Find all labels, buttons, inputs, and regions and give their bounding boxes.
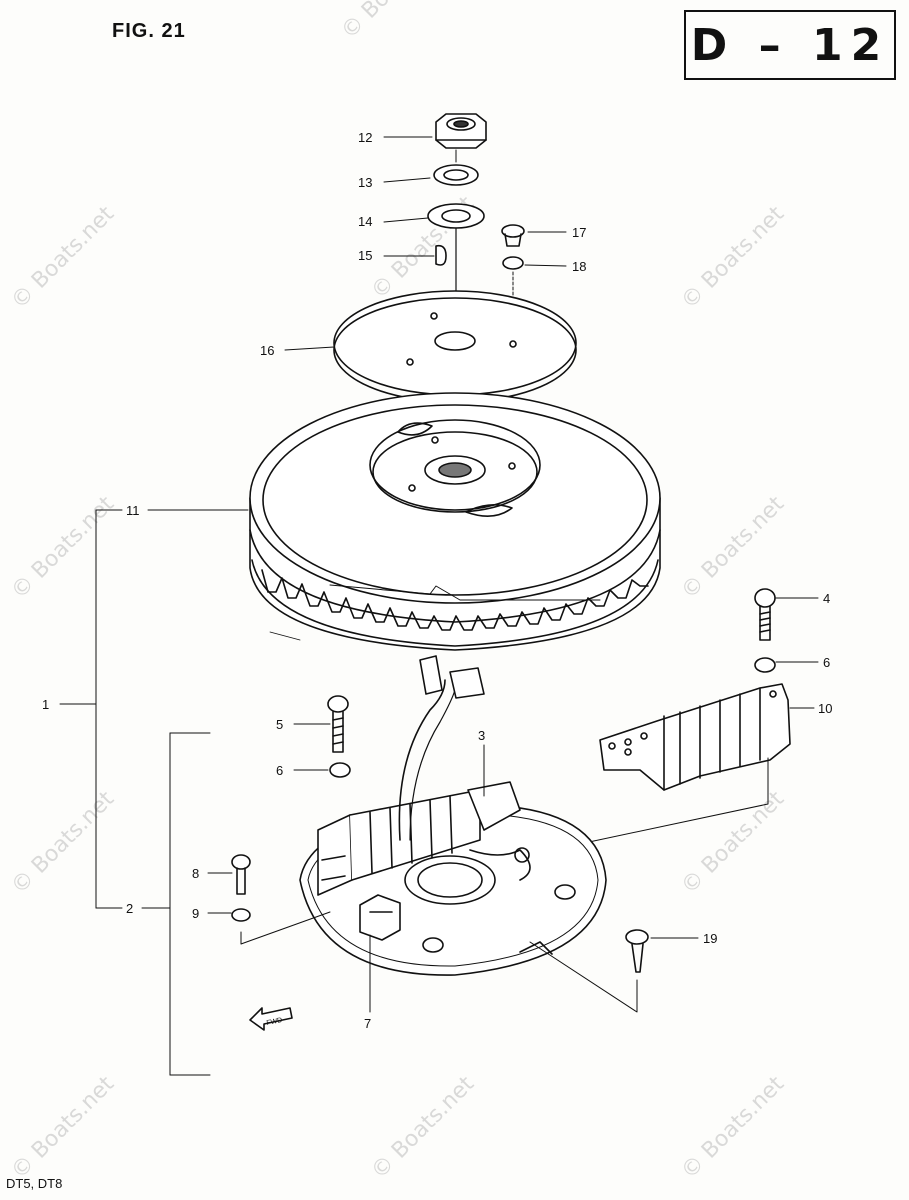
- callout-17: 16: [260, 343, 274, 358]
- callout-16: 19: [703, 931, 717, 946]
- screw-part: [327, 695, 349, 753]
- charge-coil-part: [317, 781, 521, 896]
- lock-washer-part: [754, 657, 776, 673]
- watermark: © Boats.net: [367, 1071, 480, 1184]
- callout-10: 10: [818, 701, 832, 716]
- screw-part: [754, 588, 776, 641]
- flywheel-plate-part: [333, 290, 577, 403]
- nut-part: [435, 113, 487, 149]
- callout-15: 15: [358, 248, 372, 263]
- model-applicability: DT5, DT8: [6, 1176, 63, 1191]
- callout-11: 11: [126, 503, 140, 518]
- screw-part: [501, 224, 525, 247]
- leader-lines: [147, 136, 819, 939]
- ignition-coil-part: [599, 683, 791, 791]
- lock-washer-part: [329, 762, 351, 778]
- callout-6-right: 6: [823, 655, 830, 670]
- connector-part: [419, 655, 485, 699]
- callout-7: 7: [364, 1016, 371, 1031]
- fwd-marker-label: FWD: [266, 1017, 283, 1027]
- section-code-box: D – 12: [684, 10, 896, 80]
- watermark: © Boats.net: [677, 1071, 790, 1184]
- assembly-brackets: [59, 509, 211, 1076]
- callout-4: 4: [823, 591, 830, 606]
- callout-2: 2: [126, 901, 133, 916]
- key-part: [435, 244, 447, 266]
- figure-title: FIG. 21: [112, 20, 186, 42]
- forward-direction-marker: [249, 1007, 293, 1031]
- washer-part: [427, 203, 485, 229]
- screw-part: [231, 854, 251, 895]
- callout-18: 17: [572, 225, 586, 240]
- watermark: © Boats.net: [7, 491, 120, 604]
- watermark: © Boats.net: [677, 201, 790, 314]
- screw-part: [625, 929, 649, 973]
- watermark: © Boats.net: [677, 491, 790, 604]
- callout-19: 18: [572, 259, 586, 274]
- watermark: © Boats.net: [7, 1071, 120, 1184]
- watermark: © Boats.net: [7, 201, 120, 314]
- watermark: © Boats.net: [337, 0, 450, 44]
- flywheel-part: [249, 392, 661, 651]
- callout-5: 5: [276, 717, 283, 732]
- wire-harness: [398, 679, 446, 841]
- callout-9: 9: [192, 906, 199, 921]
- callout-14: 14: [358, 214, 372, 229]
- lock-washer-part: [433, 164, 479, 186]
- lock-washer-part: [231, 908, 251, 922]
- callout-6-left: 6: [276, 763, 283, 778]
- callout-3: 3: [478, 728, 485, 743]
- callout-1: 1: [42, 697, 49, 712]
- callout-labels: 12 13 14 15 16 17 18 11 4 6 10 1 3 5 6 8…: [42, 130, 832, 1031]
- pulser-coil-part: [359, 894, 401, 941]
- watermark: © Boats.net: [7, 786, 120, 899]
- small-washer-part: [502, 256, 524, 270]
- watermark: © Boats.net: [677, 786, 790, 899]
- callout-13: 13: [358, 175, 372, 190]
- callout-12: 12: [358, 130, 372, 145]
- callout-8: 8: [192, 866, 199, 881]
